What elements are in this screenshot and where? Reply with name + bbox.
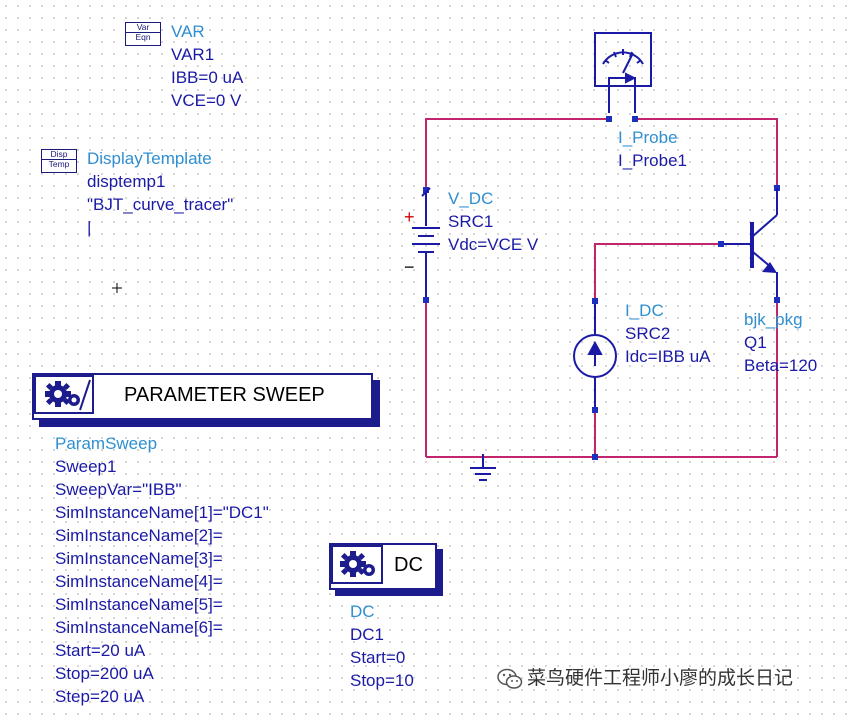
sweep-param-sim2: SimInstanceName[2]=: [55, 526, 223, 545]
vdc-param-label: Vdc=VCE V: [448, 235, 539, 254]
pin-bjt-emitter: [774, 297, 780, 303]
pin-probe-left: [606, 116, 612, 122]
pin-idc-bottom: [592, 407, 598, 413]
sweep-param-sim3: SimInstanceName[3]=: [55, 549, 223, 568]
dc-name-label: DC1: [350, 625, 385, 644]
disp-temp-icon[interactable]: Disp Temp: [41, 149, 77, 173]
sweep-type-label: ParamSweep: [55, 434, 158, 453]
sweep-name-label: Sweep1: [55, 457, 117, 476]
dc-sim-component[interactable]: DC: [329, 543, 437, 590]
gear-icon: [340, 551, 375, 577]
disp-icon-line2: Temp: [42, 159, 76, 169]
disp-param-cursor: |: [87, 218, 92, 237]
dc-gear-cell: [331, 545, 383, 584]
cursor-crosshair: [112, 283, 122, 293]
wires: [425, 118, 778, 458]
dc-param-stop: Stop=10: [350, 671, 414, 690]
sweep-param-sim1: SimInstanceName[1]="DC1": [55, 503, 269, 522]
disp-type-label: DisplayTemplate: [87, 149, 212, 168]
junction-bottom: [592, 454, 598, 460]
var-icon-line2: Eqn: [126, 32, 160, 42]
var-type-label: VAR: [171, 22, 205, 41]
param-sweep-component[interactable]: PARAMETER SWEEP: [32, 373, 373, 420]
pin-bjt-base: [718, 241, 724, 247]
var-param-ibb: IBB=0 uA: [171, 68, 244, 87]
var-icon-line1: Var: [136, 22, 150, 32]
pin-vdc-bottom: [423, 297, 429, 303]
var-param-vce: VCE=0 V: [171, 91, 242, 110]
pin-probe-right: [632, 116, 638, 122]
var-eqn-icon[interactable]: Var Eqn: [125, 22, 161, 46]
sweep-param-step: Step=20 uA: [55, 687, 145, 706]
wire-left-top: [425, 118, 609, 190]
disp-name-label: disptemp1: [87, 172, 166, 191]
ground-symbol[interactable]: [470, 454, 496, 481]
vdc-type-label: V_DC: [448, 189, 494, 208]
idc-name-label: SRC2: [625, 324, 671, 343]
vdc-plus-sign: +: [404, 207, 415, 227]
bjt-type-label: bjk_pkg: [744, 310, 803, 329]
bjt-param-label: Beta=120: [744, 356, 818, 375]
sweep-param-sim6: SimInstanceName[6]=: [55, 618, 223, 637]
sweep-param-sim4: SimInstanceName[4]=: [55, 572, 223, 591]
param-sweep-gear-cell: [34, 375, 94, 414]
wechat-icon: [497, 668, 523, 689]
idc-param-label: Idc=IBB uA: [625, 347, 711, 366]
idc-symbol[interactable]: [573, 304, 617, 407]
vdc-minus-sign: −: [404, 257, 415, 277]
iprobe-type-label: I_Probe: [618, 128, 678, 147]
watermark-text: 菜鸟硬件工程师小廖的成长日记: [527, 668, 794, 689]
sweep-param-stop: Stop=200 uA: [55, 664, 154, 683]
gear-icon: [45, 379, 91, 411]
dc-param-start: Start=0: [350, 648, 406, 667]
idc-type-label: I_DC: [625, 301, 664, 320]
dc-sim-title: DC: [394, 554, 423, 576]
disp-param-template: "BJT_curve_tracer": [87, 195, 234, 214]
bjt-name-label: Q1: [744, 333, 767, 352]
vdc-name-label: SRC1: [448, 212, 494, 231]
param-sweep-title: PARAMETER SWEEP: [124, 384, 325, 406]
pin-vdc-top: [423, 187, 429, 193]
wire-right-top: [635, 118, 778, 188]
dc-type-label: DC: [350, 602, 375, 621]
sweep-param-sim5: SimInstanceName[5]=: [55, 595, 223, 614]
bjt-symbol[interactable]: [724, 188, 778, 297]
iprobe-name-label: I_Probe1: [618, 151, 687, 170]
iprobe-symbol[interactable]: [594, 32, 652, 113]
disp-icon-line1: Disp: [50, 149, 68, 159]
var-name-label: VAR1: [171, 45, 215, 64]
sweep-param-start: Start=20 uA: [55, 641, 146, 660]
wire-base: [594, 243, 721, 301]
vdc-symbol[interactable]: [412, 187, 440, 297]
sweep-param-sweepvar: SweepVar="IBB": [55, 480, 182, 499]
pins: [423, 116, 780, 460]
pin-idc-top: [592, 298, 598, 304]
